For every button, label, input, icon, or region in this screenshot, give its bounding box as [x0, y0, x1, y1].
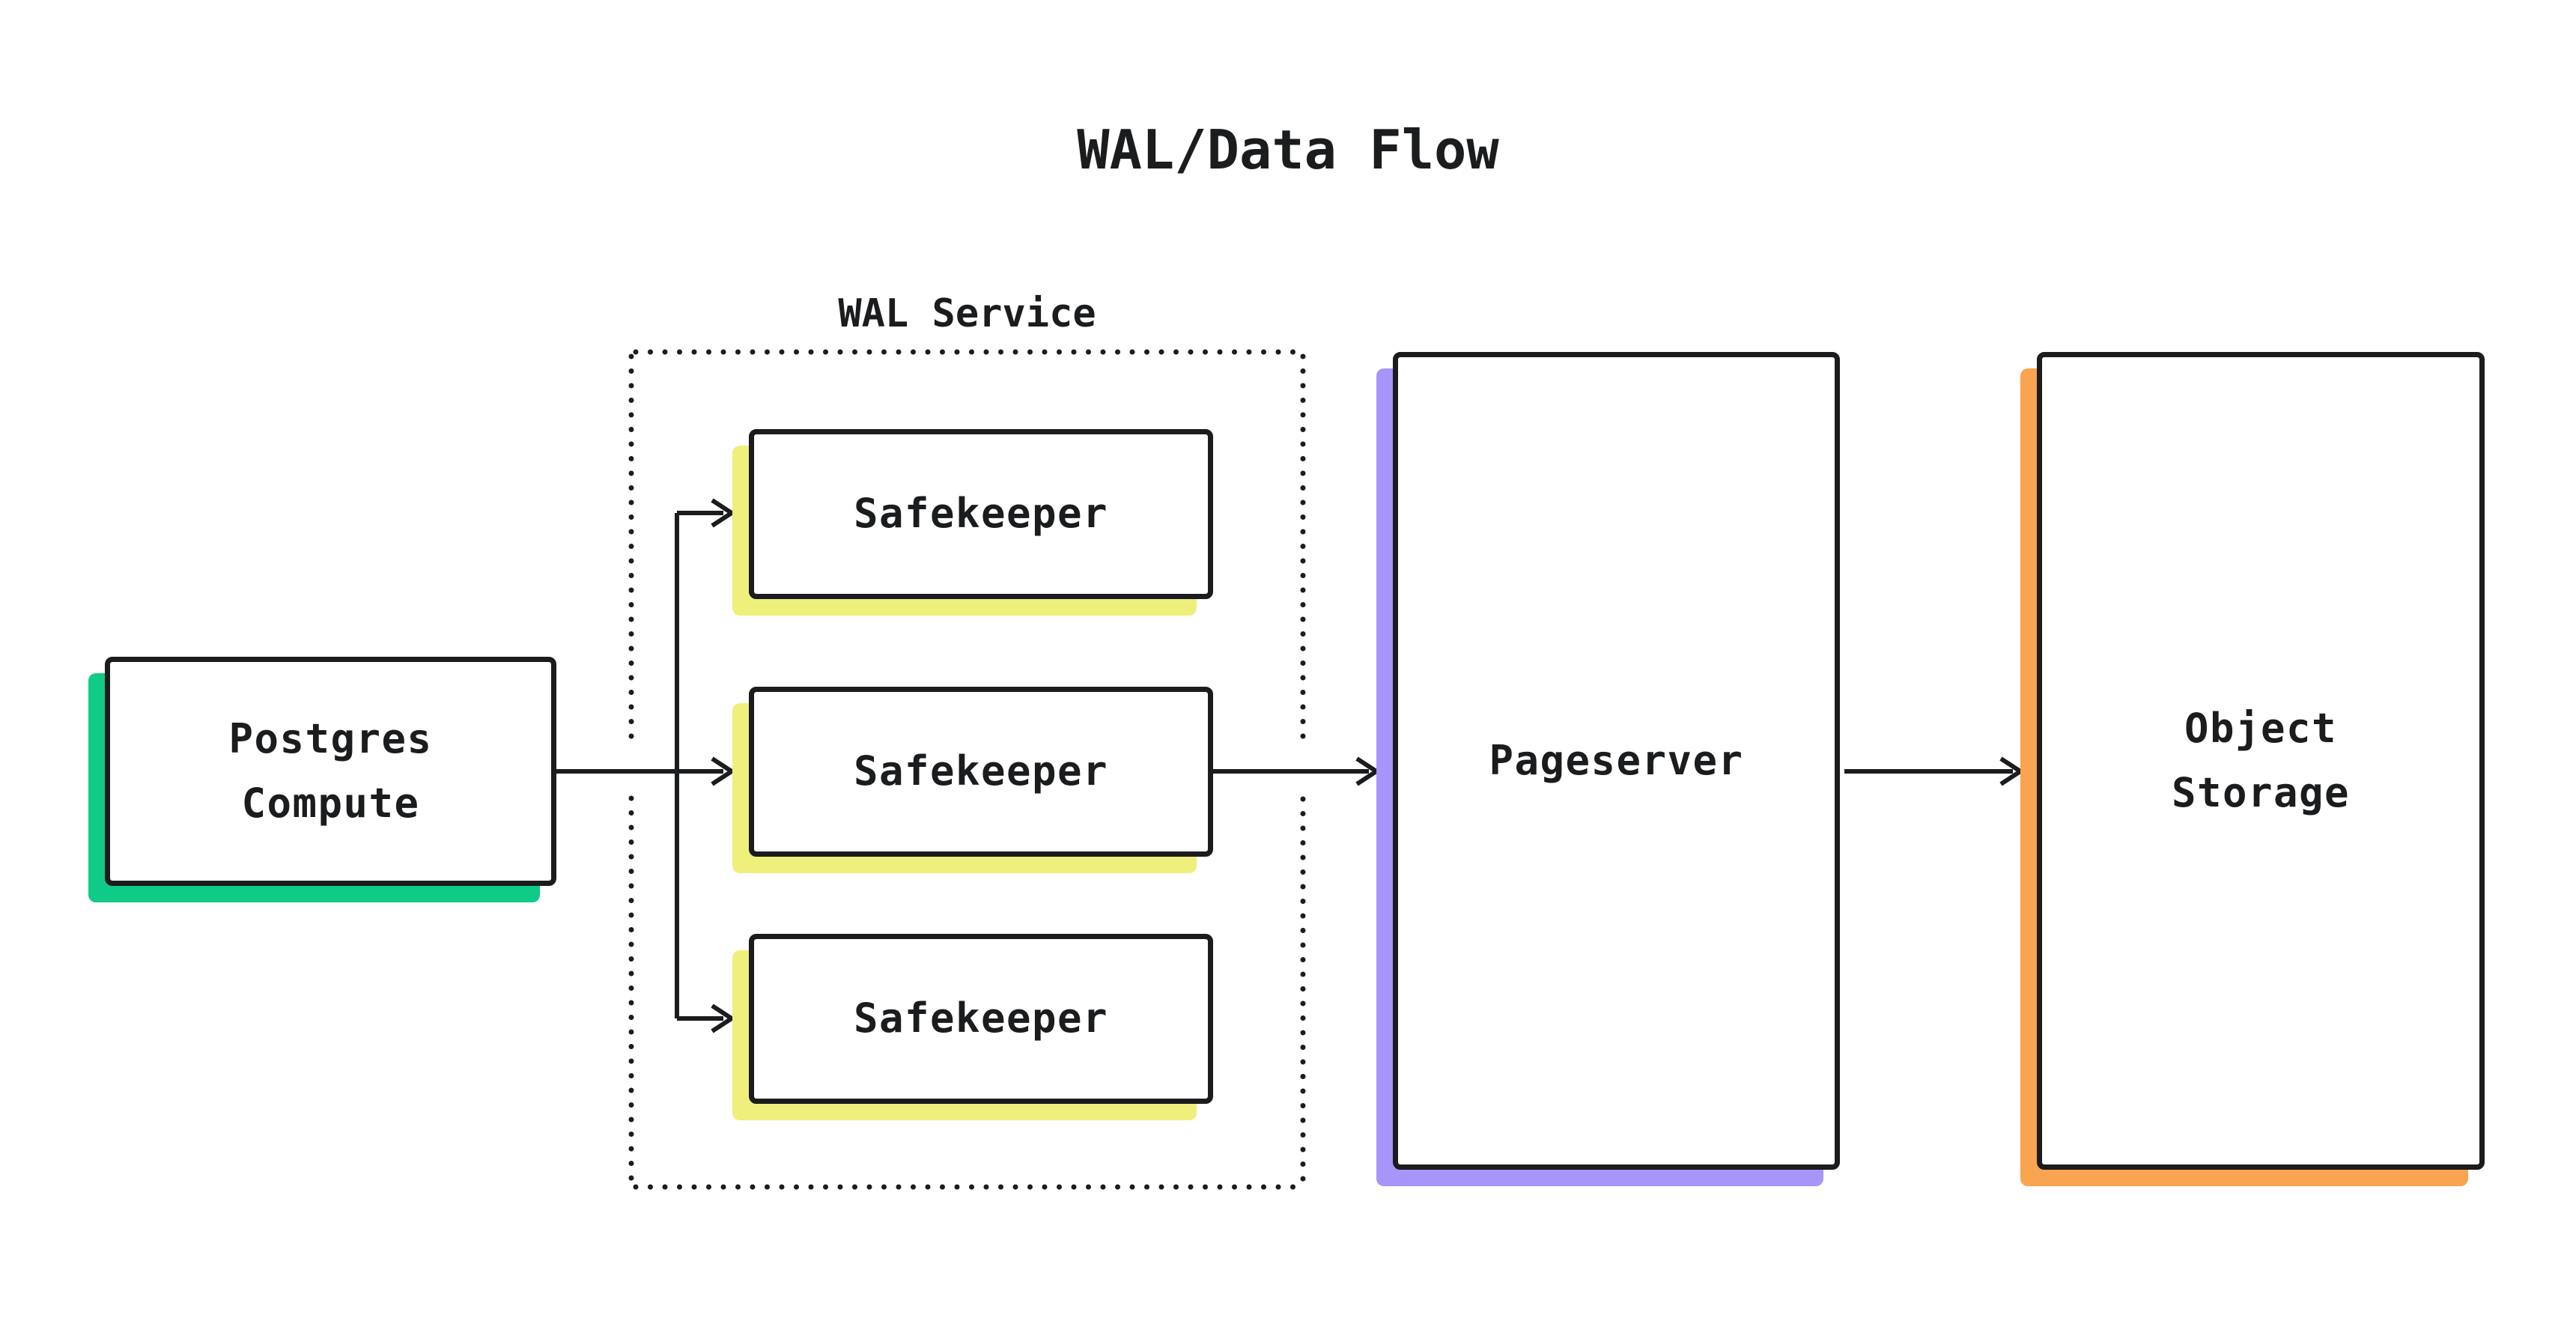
flow-connectors [556, 498, 2025, 1033]
node-postgres-compute: Postgres Compute [105, 657, 556, 886]
arrowhead [1355, 756, 1381, 786]
diagram-title: WAL/Data Flow [1077, 118, 1499, 181]
node-safekeeper-2: Safekeeper [749, 687, 1213, 857]
node-safekeeper-3: Safekeeper [749, 934, 1213, 1104]
node-object-storage: Object Storage [2037, 352, 2485, 1170]
arrowhead [711, 756, 736, 786]
node-safekeeper-1: Safekeeper [749, 429, 1213, 599]
wal-service-label: WAL Service [838, 291, 1096, 336]
arrowhead [711, 498, 736, 528]
arrowhead [711, 1003, 736, 1033]
arrowhead [1999, 756, 2025, 786]
node-pageserver: Pageserver [1393, 352, 1840, 1170]
wal-service-dotted-border [628, 349, 1306, 1190]
